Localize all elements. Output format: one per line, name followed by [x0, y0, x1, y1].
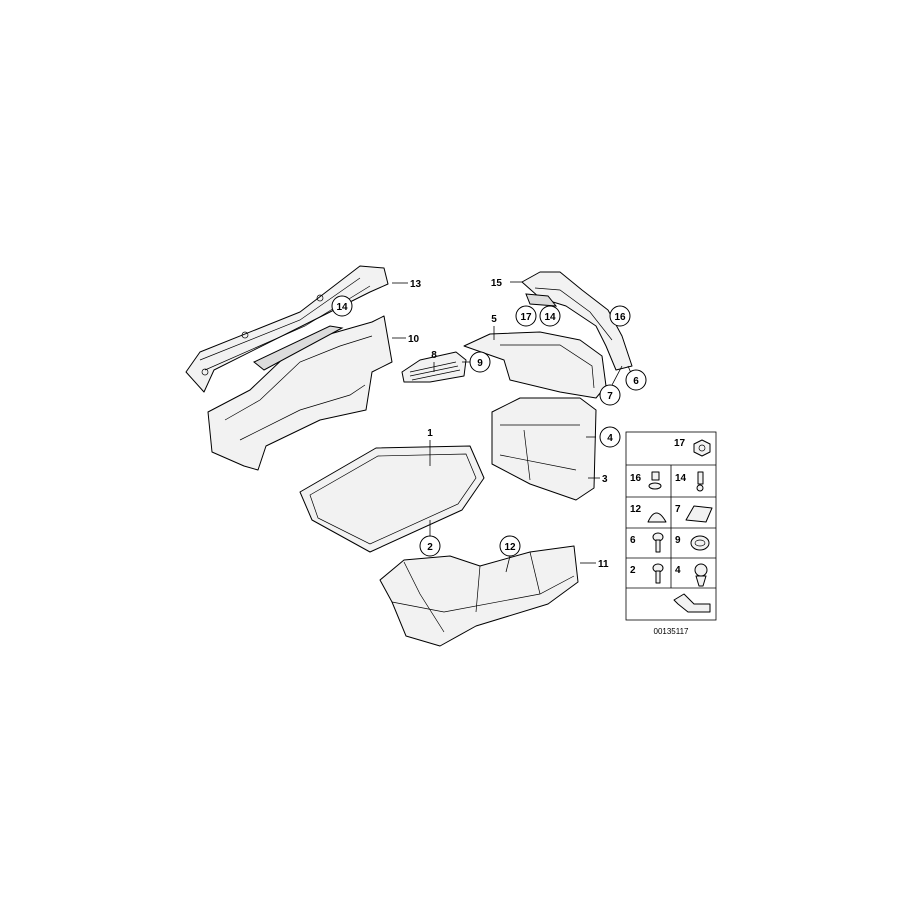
- svg-text:16: 16: [614, 312, 626, 323]
- part-11-trunk-tray: [379, 545, 579, 647]
- callout-17: 17: [515, 305, 537, 327]
- direction-arrow-icon: [673, 593, 711, 613]
- part-5-wheel-arch-trim: [463, 331, 607, 399]
- callout-12: 12: [499, 535, 521, 557]
- svg-text:2: 2: [427, 542, 433, 553]
- part-3-4-side-trim: [491, 397, 597, 501]
- legend-17-label: 17: [674, 438, 686, 449]
- callout-4: 4: [599, 426, 621, 448]
- legend-4-label: 4: [675, 565, 681, 576]
- callout-16: 16: [609, 305, 631, 327]
- clip-7-icon: [685, 505, 713, 523]
- callout-14-right: 14: [539, 305, 561, 327]
- svg-text:13: 13: [410, 279, 422, 290]
- svg-text:7: 7: [607, 391, 613, 402]
- svg-text:11: 11: [598, 559, 609, 570]
- plug-4-icon: [694, 563, 708, 587]
- callout-8: 8: [431, 350, 437, 361]
- legend-12-label: 12: [630, 504, 642, 515]
- cap-12-icon: [647, 512, 667, 523]
- callout-10: 10: [408, 334, 420, 345]
- legend-16-label: 16: [630, 473, 642, 484]
- legend-2-label: 2: [630, 565, 636, 576]
- svg-text:3: 3: [602, 474, 608, 485]
- callout-7: 7: [599, 384, 621, 406]
- screw-16-icon: [648, 471, 662, 490]
- part-15-16-upper-trim: [521, 271, 633, 371]
- fastener-legend: 17 16 14 12 7 6 9: [625, 431, 717, 621]
- svg-text:14: 14: [336, 302, 348, 313]
- diagram-code: 00135117: [654, 627, 690, 636]
- legend-14-label: 14: [675, 473, 687, 484]
- svg-text:15: 15: [491, 278, 503, 289]
- svg-text:12: 12: [504, 542, 516, 553]
- svg-text:1: 1: [427, 428, 433, 439]
- nut-icon: [693, 439, 711, 457]
- callout-11: 11: [598, 559, 609, 570]
- legend-6-label: 6: [630, 535, 636, 546]
- callout-2: 2: [419, 535, 441, 557]
- svg-text:5: 5: [491, 314, 497, 325]
- callout-1: 1: [427, 428, 433, 439]
- screw-6-icon: [652, 532, 664, 553]
- svg-text:14: 14: [544, 312, 556, 323]
- callout-6: 6: [625, 369, 647, 391]
- screw-2-icon: [652, 563, 664, 584]
- callout-13: 13: [410, 279, 422, 290]
- callout-14-left: 14: [331, 295, 353, 317]
- part-10-side-trim-panel: [207, 315, 393, 471]
- screw-14-icon: [696, 471, 704, 492]
- svg-text:17: 17: [520, 312, 532, 323]
- legend-7-label: 7: [675, 504, 681, 515]
- legend-9-label: 9: [675, 535, 681, 546]
- callout-9: 9: [469, 351, 491, 373]
- grommet-9-icon: [690, 535, 710, 551]
- part-1-floor-mat: [299, 445, 485, 553]
- svg-text:9: 9: [477, 358, 483, 369]
- svg-text:6: 6: [633, 376, 639, 387]
- callout-15: 15: [491, 278, 503, 289]
- svg-text:8: 8: [431, 350, 437, 361]
- svg-text:10: 10: [408, 334, 420, 345]
- callout-3: 3: [602, 474, 608, 485]
- callout-5: 5: [491, 314, 497, 325]
- svg-text:4: 4: [607, 433, 613, 444]
